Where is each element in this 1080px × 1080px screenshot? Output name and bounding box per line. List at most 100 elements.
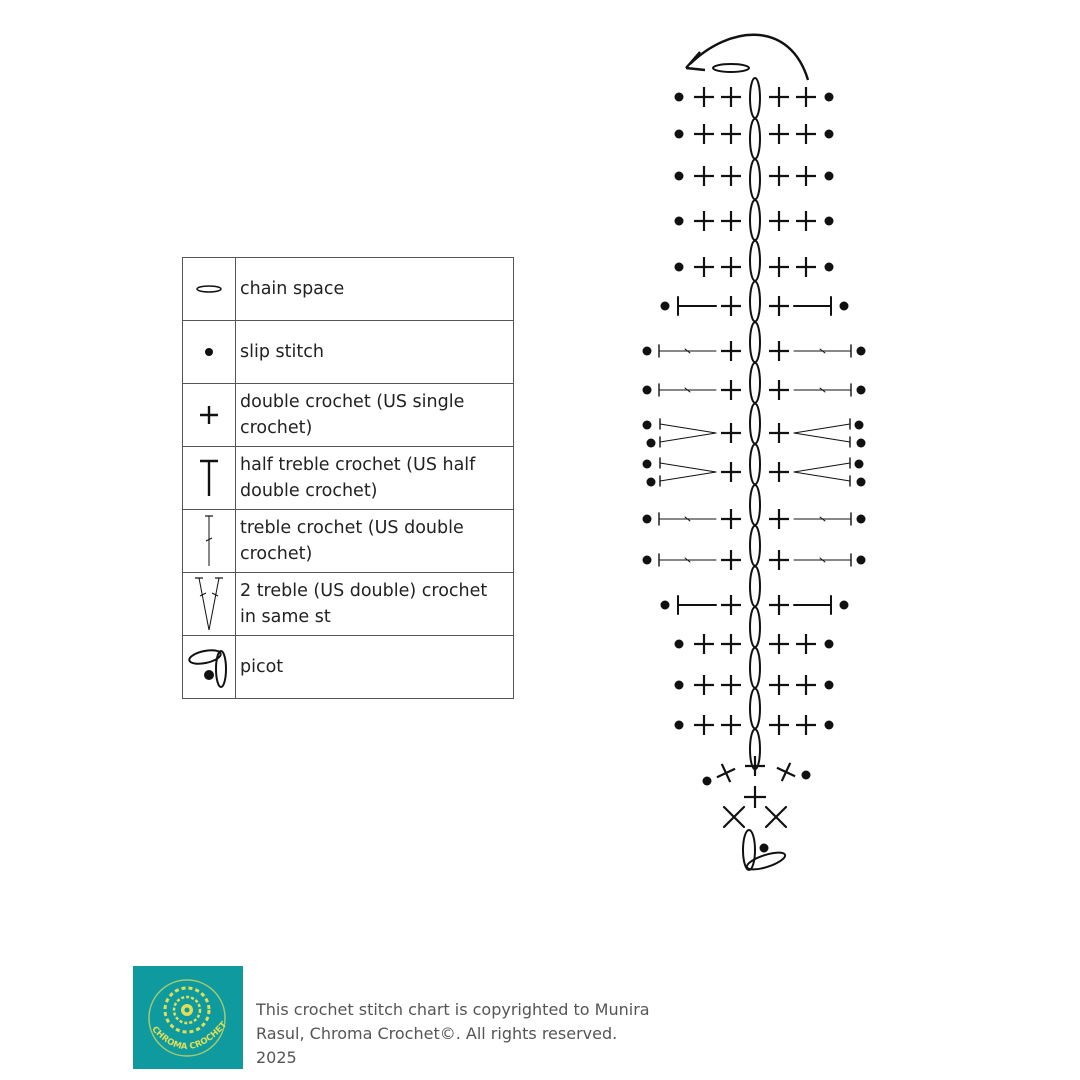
picot-dot [759,843,769,853]
slip-stitch-dot [824,639,834,649]
slip-stitch-dot [824,92,834,102]
double-crochet-symbol [776,762,796,782]
chain-stitch-oval [749,280,761,323]
double-crochet-symbol [769,595,789,615]
double-crochet-symbol [721,634,741,654]
slip-stitch-dot [824,129,834,139]
legend-label: treble crochet (US double crochet) [235,509,514,573]
double-crochet-symbol [716,763,736,783]
legend-label: picot [235,635,514,699]
slip-stitch-dot [824,171,834,181]
double-crochet-symbol [769,87,789,107]
two-treble-leg [659,432,717,443]
double-crochet-symbol [694,211,714,231]
treble-tick [684,348,691,354]
double-crochet-symbol [721,462,741,482]
double-crochet-symbol [744,786,766,808]
double-crochet-symbol [796,257,816,277]
chain-stitch-oval [749,158,761,201]
legend-row-picot: picot [182,635,514,699]
two-treble-leg [793,471,851,482]
double-crochet-cross [722,805,746,829]
treble-tick [819,387,826,393]
half-treble-symbol-icon [182,446,236,510]
double-crochet-symbol [796,634,816,654]
double-crochet-symbol [769,211,789,231]
double-crochet-symbol [721,550,741,570]
treble-tick [819,557,826,563]
double-crochet-symbol [721,423,741,443]
double-crochet-symbol [721,211,741,231]
slip-stitch-dot [801,770,811,780]
double-crochet-symbol [769,380,789,400]
treble-tick [684,516,691,522]
legend-label: slip stitch [235,320,514,384]
double-crochet-symbol [769,124,789,144]
legend-label: 2 treble (US double) crochet in same st [235,572,514,636]
double-crochet-symbol [721,124,741,144]
double-crochet-symbol [769,166,789,186]
chain-stitch-oval [749,77,761,119]
turn-arrow [689,33,810,81]
two-treble-leg [793,423,851,434]
legend-label: half treble crochet (US half double croc… [235,446,514,510]
legend-row-half-treble: half treble crochet (US half double croc… [182,446,514,510]
chain-stitch-oval [749,646,761,689]
double-crochet-symbol [721,715,741,735]
slip-stitch-dot [702,776,712,786]
double-crochet-cross [764,805,788,829]
legend-row-slip-stitch: slip stitch [182,320,514,384]
double-crochet-symbol [796,675,816,695]
two-treble-leg [793,432,851,443]
double-crochet-symbol [769,341,789,361]
legend-row-double-crochet: double crochet (US single crochet) [182,383,514,447]
double-crochet-symbol [694,634,714,654]
double-crochet-symbol [769,423,789,443]
picot-loop [742,829,756,871]
slip-stitch-dot [824,720,834,730]
two-treble-symbol-icon [182,572,236,636]
slip-stitch-dot [642,385,652,395]
double-crochet-symbol [769,715,789,735]
slip-stitch-dot [854,420,864,430]
slip-stitch-dot [674,92,684,102]
double-crochet-symbol [721,87,741,107]
double-crochet-symbol [721,257,741,277]
double-crochet-symbol [796,87,816,107]
chain-space-symbol [712,63,750,73]
double-crochet-symbol [796,211,816,231]
double-crochet-symbol [796,124,816,144]
double-crochet-symbol [769,257,789,277]
double-crochet-symbol [769,509,789,529]
double-crochet-symbol [769,675,789,695]
double-crochet-symbol [721,675,741,695]
double-crochet-symbol [721,509,741,529]
double-crochet-symbol-icon [182,383,236,447]
slip-stitch-dot [674,129,684,139]
double-crochet-symbol [745,756,765,776]
slip-stitch-dot [660,600,670,610]
slip-stitch-dot [642,420,652,430]
two-treble-leg [659,462,717,473]
legend-label: chain space [235,257,514,321]
slip-stitch-symbol-icon [182,320,236,384]
double-crochet-symbol [769,462,789,482]
slip-stitch-dot [856,514,866,524]
slip-stitch-dot [660,301,670,311]
slip-stitch-dot [646,438,656,448]
legend-row-chain-space: chain space [182,257,514,321]
double-crochet-symbol [694,257,714,277]
slip-stitch-dot [674,216,684,226]
slip-stitch-dot [824,216,834,226]
slip-stitch-dot [854,459,864,469]
slip-stitch-dot [642,459,652,469]
chain-stitch-oval [749,687,761,730]
double-crochet-symbol [716,763,736,783]
treble-tick [819,516,826,522]
legend-row-two-treble: 2 treble (US double) crochet in same st [182,572,514,636]
chain-stitch-oval [749,524,761,567]
legend-row-treble: treble crochet (US double crochet) [182,509,514,573]
copyright-notice: This crochet stitch chart is copyrighted… [256,1000,650,1067]
double-crochet-symbol [721,166,741,186]
